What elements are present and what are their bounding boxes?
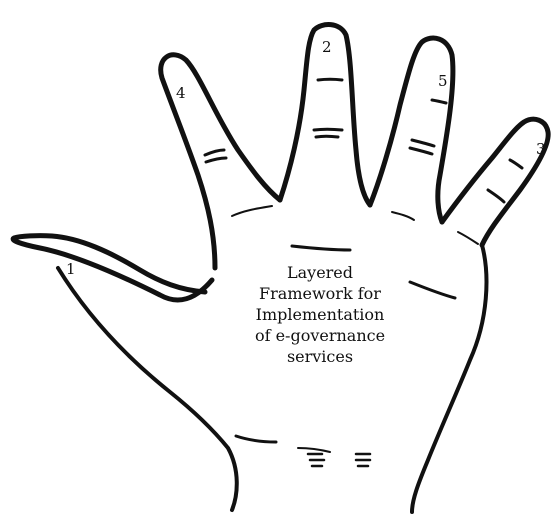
joint-line: [314, 129, 342, 130]
palm-crease: [236, 436, 276, 442]
title-line: Framework for: [222, 283, 418, 304]
finger-label-ring: 5: [438, 72, 448, 90]
finger-label-thumb: 1: [66, 260, 76, 278]
title-line: services: [222, 346, 418, 367]
pinky-outline: [442, 119, 548, 245]
finger-label-index: 4: [176, 84, 186, 102]
thumb-base-outline: [58, 268, 237, 510]
joint-line: [510, 160, 522, 168]
title-line: of e-governance: [222, 325, 418, 346]
palm-crease: [458, 232, 478, 244]
palm-right-edge: [412, 245, 486, 512]
title-line: Layered: [222, 262, 418, 283]
joint-line: [410, 148, 432, 154]
palm-crease: [298, 448, 330, 452]
palm-crease: [232, 206, 272, 216]
finger-label-pinky: 3: [536, 140, 546, 158]
joint-line: [316, 136, 338, 137]
thumb-outline: [13, 236, 212, 300]
palm-crease: [392, 212, 414, 220]
title-line: Implementation: [222, 304, 418, 325]
framework-title: Layered Framework for Implementation of …: [222, 262, 418, 367]
joint-line: [432, 100, 446, 103]
joint-line: [318, 79, 342, 80]
joint-line: [488, 190, 504, 202]
joint-line: [206, 158, 226, 162]
joint-line: [412, 140, 434, 146]
palm-crease: [292, 246, 350, 250]
joint-line: [205, 150, 224, 155]
ring-finger-outline: [370, 38, 453, 222]
finger-label-middle: 2: [322, 38, 332, 56]
